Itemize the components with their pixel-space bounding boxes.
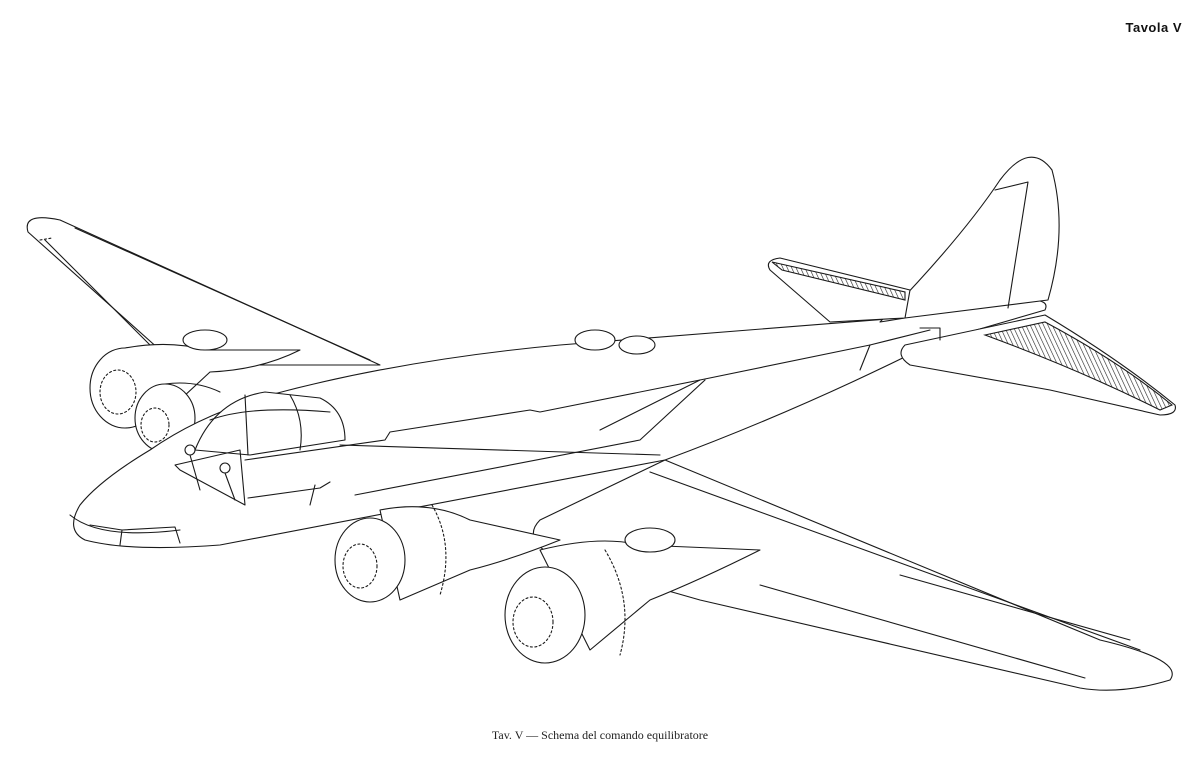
far-stabilizer <box>767 257 911 323</box>
near-engine-outer <box>504 527 761 664</box>
figure-caption: Tav. V — Schema del comando equilibrator… <box>491 728 709 742</box>
cockpit-canopy <box>194 391 346 456</box>
plate-number: Tavola V <box>1125 20 1182 35</box>
near-engine-inner <box>334 504 561 603</box>
vertical-fin <box>879 156 1060 323</box>
near-stabilizer <box>900 314 1176 416</box>
elevator-control-linkage <box>174 327 941 506</box>
